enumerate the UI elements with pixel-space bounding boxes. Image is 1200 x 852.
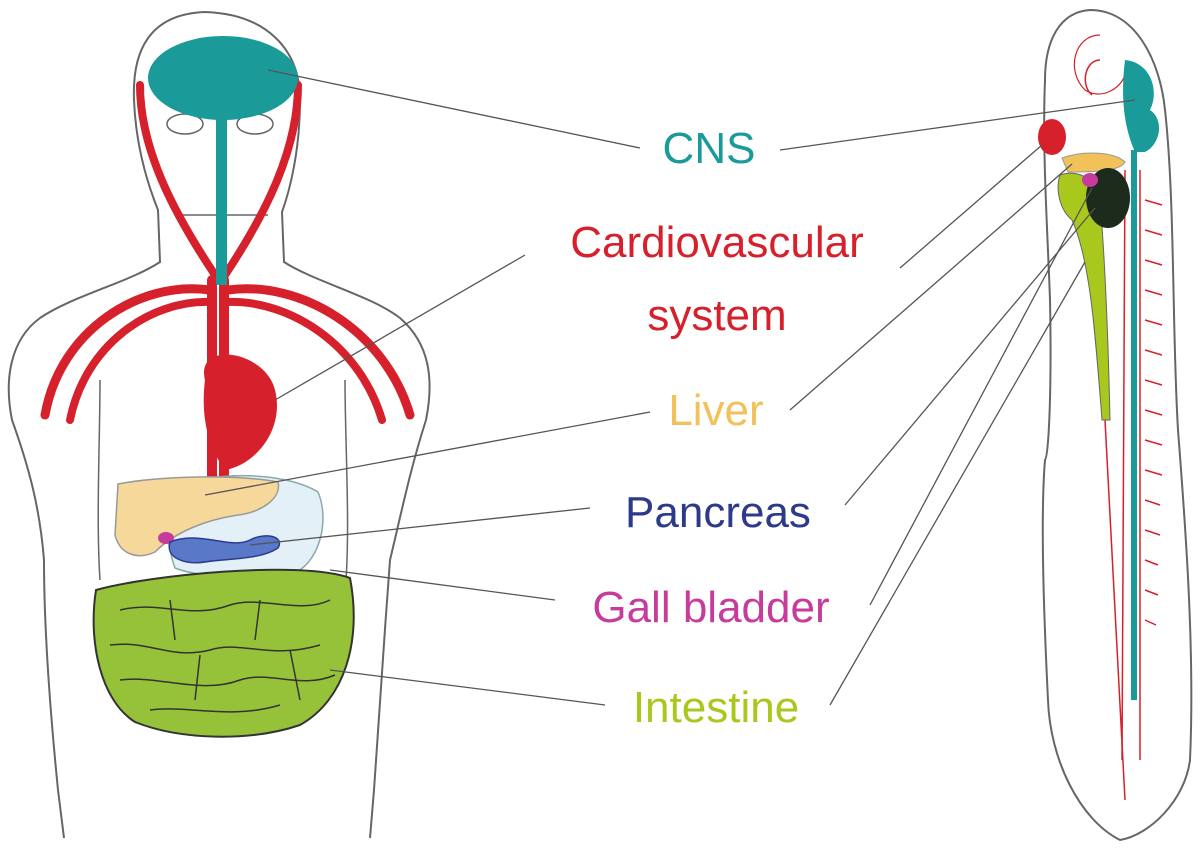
fish-body-outline — [1041, 8, 1193, 842]
fish-gall-bladder — [1082, 173, 1098, 187]
human-brain — [148, 36, 298, 120]
label-liver: Liver — [668, 386, 763, 435]
label-gall-bladder: Gall bladder — [592, 583, 829, 632]
leader-intestine-human — [329, 669, 606, 706]
human-pancreas — [168, 535, 281, 564]
leader-gall-fish — [869, 187, 1093, 606]
fish-heart — [1038, 119, 1066, 155]
human-body-outline — [7, 11, 206, 839]
human-gall-bladder — [158, 532, 174, 544]
label-pancreas: Pancreas — [625, 488, 811, 537]
fish-liver — [1061, 152, 1126, 173]
leader-gall-human — [329, 569, 556, 601]
label-intestine: Intestine — [633, 683, 799, 732]
organ-labels: CNS Cardiovascular system Liver Pancreas… — [570, 124, 863, 732]
leader-liver-fish — [789, 163, 1073, 411]
leader-pancreas-human — [249, 507, 591, 546]
leader-intestine-fish — [829, 261, 1086, 706]
human-spinal-cord — [216, 110, 227, 285]
human-figure — [7, 11, 431, 839]
leader-cardio-fish — [899, 144, 1043, 269]
leader-pancreas-fish — [844, 207, 1096, 506]
leader-lines — [204, 69, 1136, 706]
fish-brain — [1123, 60, 1160, 152]
fish-vessels — [1104, 169, 1163, 801]
leader-liver-human — [204, 411, 651, 496]
human-intestine — [92, 568, 355, 738]
leader-cns-fish — [779, 99, 1136, 151]
label-cns: CNS — [663, 124, 756, 173]
leader-cns-human — [267, 69, 641, 149]
human-intestine-folds — [109, 599, 336, 713]
fish-spinal-cord — [1131, 150, 1137, 700]
label-cardiovascular-line2: system — [647, 291, 786, 340]
leader-cardio-human — [274, 254, 526, 401]
label-cardiovascular-line1: Cardiovascular — [570, 218, 863, 267]
human-liver — [114, 476, 280, 557]
human-heart — [203, 354, 277, 470]
zebrafish-larva — [1038, 8, 1193, 842]
